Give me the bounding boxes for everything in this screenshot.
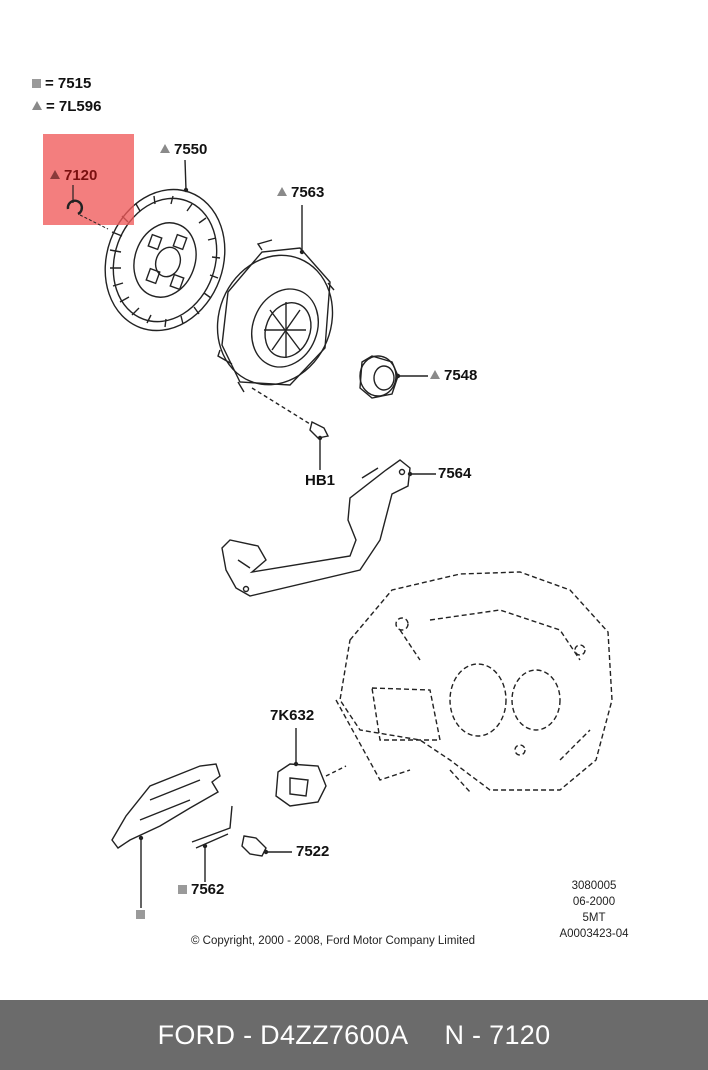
part-label-7550[interactable]: 7550 — [160, 141, 207, 159]
highlighted-part-box — [43, 134, 134, 225]
legend-item-triangle: = 7L596 — [32, 98, 101, 116]
transmission-type: 5MT — [582, 912, 606, 924]
triangle-icon — [32, 101, 42, 110]
pressure-plate-drawing — [216, 205, 335, 393]
pivot-stud-drawing — [241, 835, 292, 857]
illustration-code: A0003423-04 — [559, 928, 629, 940]
release-fork-drawing — [111, 763, 221, 908]
square-icon — [136, 910, 145, 919]
rubber-boot-drawing — [275, 728, 347, 807]
part-label-hb1[interactable]: HB1 — [305, 472, 336, 489]
clutch-disc-drawing — [104, 159, 226, 332]
triangle-icon — [160, 144, 170, 153]
part-label-7548[interactable]: 7548 — [430, 367, 477, 385]
transmission-housing-drawing — [335, 571, 613, 793]
part-label-7120[interactable]: 7120 — [50, 167, 97, 185]
part-label-7563[interactable]: 7563 — [277, 184, 324, 202]
legend-item-square: = 7515 — [32, 75, 91, 93]
footer-bar: FORD - D4ZZ7600A N - 7120 — [0, 1000, 708, 1070]
footer-caption: FORD - D4ZZ7600A N - 7120 — [0, 1020, 708, 1051]
release-bearing-drawing — [359, 355, 428, 399]
exploded-parts-diagram — [104, 159, 613, 908]
spring-clip-drawing — [191, 805, 233, 882]
square-icon — [178, 885, 187, 894]
bracket-drawing — [221, 459, 436, 597]
part-label-7562[interactable]: 7562 — [178, 881, 224, 899]
part-label-7k632[interactable]: 7K632 — [270, 707, 315, 724]
bushing-icon — [66, 185, 109, 230]
footer-part-number: FORD - D4ZZ7600A — [157, 1020, 409, 1050]
drawing-number: 3080005 — [571, 880, 617, 892]
triangle-icon — [277, 187, 287, 196]
part-label-7522[interactable]: 7522 — [296, 843, 330, 860]
copyright-text: © Copyright, 2000 - 2008, Ford Motor Com… — [191, 935, 475, 947]
square-icon — [32, 79, 41, 88]
footer-reference: N - 7120 — [444, 1020, 551, 1050]
part-label-7564[interactable]: 7564 — [438, 465, 472, 482]
bolt-hb1-drawing — [251, 387, 330, 470]
drawing-date: 06-2000 — [572, 896, 616, 908]
triangle-icon — [50, 170, 60, 179]
triangle-icon — [430, 370, 440, 379]
